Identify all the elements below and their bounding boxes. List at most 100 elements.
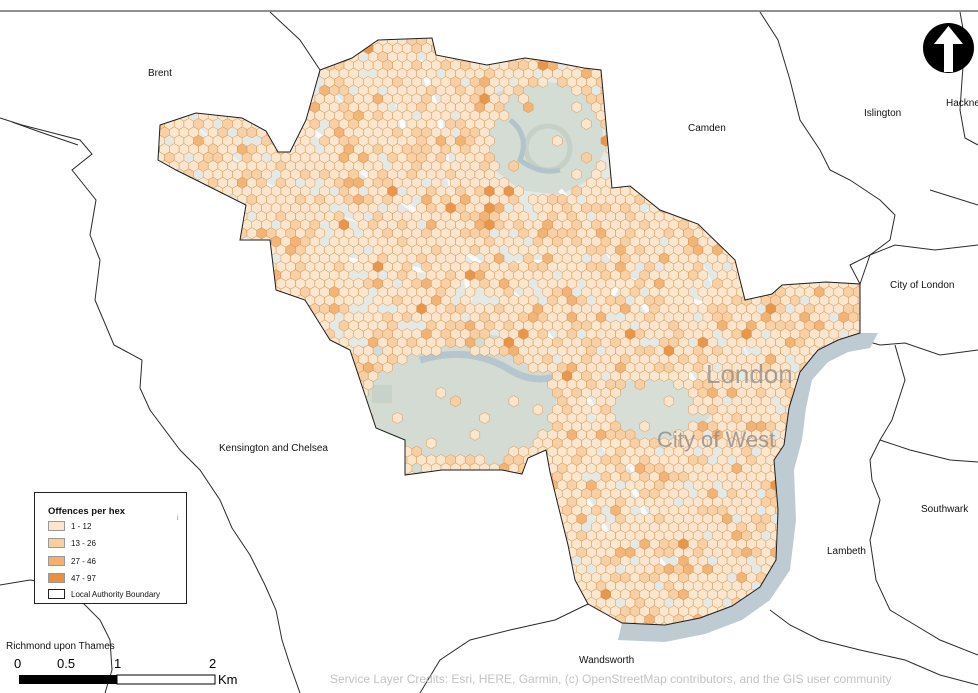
hex-cell xyxy=(280,118,291,130)
hex-cell xyxy=(625,143,636,156)
hex-cell xyxy=(241,420,253,433)
hex-cell xyxy=(736,134,747,147)
hex-cell xyxy=(164,252,175,265)
hex-cell xyxy=(275,546,287,559)
hex-cell xyxy=(513,588,524,601)
hex-cell xyxy=(455,538,466,550)
hex-cell xyxy=(823,67,835,80)
hex-cell xyxy=(833,84,844,97)
hex-cell xyxy=(673,76,684,88)
hex-cell xyxy=(785,134,796,147)
hex-cell xyxy=(707,84,718,97)
hex-cell xyxy=(751,613,762,625)
hex-cell xyxy=(348,538,359,550)
hex-cell xyxy=(857,529,860,542)
hex-cell xyxy=(256,76,267,88)
hex-cell xyxy=(581,118,592,130)
hex-cell xyxy=(309,554,320,567)
hex-cell xyxy=(654,143,665,156)
hex-cell xyxy=(765,269,776,282)
hex-cell xyxy=(295,378,306,391)
hex-cell xyxy=(833,605,844,618)
hex-cell xyxy=(158,353,165,366)
hex-cell xyxy=(232,487,243,500)
hex-cell xyxy=(256,613,267,625)
hex-cell xyxy=(358,454,369,466)
hex-cell xyxy=(775,202,786,214)
hex-cell xyxy=(266,76,277,88)
hex-cell xyxy=(397,571,408,584)
hex-cell xyxy=(158,168,165,181)
hex-cell xyxy=(532,571,544,584)
hex-cell xyxy=(188,596,199,609)
hex-cell xyxy=(256,378,267,391)
hex-cell xyxy=(634,126,645,139)
hex-cell xyxy=(203,336,214,349)
hex-cell xyxy=(275,580,287,592)
hex-cell xyxy=(789,126,801,139)
hex-cell xyxy=(222,487,233,500)
hex-cell xyxy=(809,596,820,609)
hex-cell xyxy=(315,631,325,642)
hex-cell xyxy=(741,227,752,240)
hex-cell xyxy=(232,252,243,265)
hex-cell xyxy=(203,252,214,265)
hex-cell xyxy=(158,176,160,189)
hex-cell xyxy=(246,109,257,122)
hex-cell xyxy=(290,84,301,97)
hex-cell xyxy=(848,109,859,122)
hex-cell xyxy=(751,42,762,55)
hex-cell xyxy=(261,605,272,618)
hex-cell xyxy=(833,370,844,382)
hex-cell xyxy=(212,622,223,625)
hex-cell xyxy=(280,571,291,584)
hex-cell xyxy=(270,118,282,130)
hex-cell xyxy=(334,462,345,475)
hex-cell xyxy=(606,631,616,642)
hex-cell xyxy=(270,84,282,97)
hex-cell xyxy=(741,143,752,156)
hex-cell xyxy=(833,218,844,231)
hex-cell xyxy=(232,554,243,567)
hex-cell xyxy=(678,50,689,63)
hex-cell xyxy=(566,42,578,55)
hex-cell xyxy=(261,470,272,483)
hex-cell xyxy=(159,176,170,189)
hex-cell xyxy=(183,185,194,198)
hex-cell xyxy=(212,269,223,282)
hex-cell xyxy=(702,210,713,223)
hex-cell xyxy=(814,235,825,248)
hex-cell xyxy=(460,563,471,576)
hex-cell xyxy=(203,202,214,214)
hex-cell xyxy=(755,84,767,97)
hex-cell xyxy=(212,420,223,433)
hex-cell xyxy=(227,563,238,576)
hex-cell xyxy=(198,227,209,240)
hex-cell xyxy=(173,336,185,349)
hex-cell xyxy=(251,487,262,500)
hex-cell xyxy=(489,563,500,576)
hex-cell xyxy=(804,235,815,248)
hex-cell xyxy=(828,529,839,542)
hex-cell xyxy=(319,470,330,483)
hex-cell xyxy=(329,386,340,399)
hex-cell xyxy=(241,538,253,550)
hex-cell xyxy=(431,479,442,492)
hex-cell xyxy=(600,38,611,46)
hex-cell xyxy=(353,613,364,625)
hex-cell xyxy=(237,260,248,273)
hex-cell xyxy=(863,68,873,79)
hex-cell xyxy=(241,605,253,618)
hex-cell xyxy=(668,84,679,97)
hex-cell xyxy=(445,622,456,625)
hex-cell xyxy=(838,260,849,273)
hex-cell xyxy=(397,504,408,517)
hex-cell xyxy=(814,218,825,231)
hex-cell xyxy=(780,227,791,240)
hex-cell xyxy=(275,462,287,475)
hex-cell xyxy=(203,386,214,399)
hex-cell xyxy=(489,546,500,559)
hex-cell xyxy=(770,126,781,139)
hex-cell xyxy=(445,571,456,584)
legend-swatch-2 xyxy=(48,538,65,548)
